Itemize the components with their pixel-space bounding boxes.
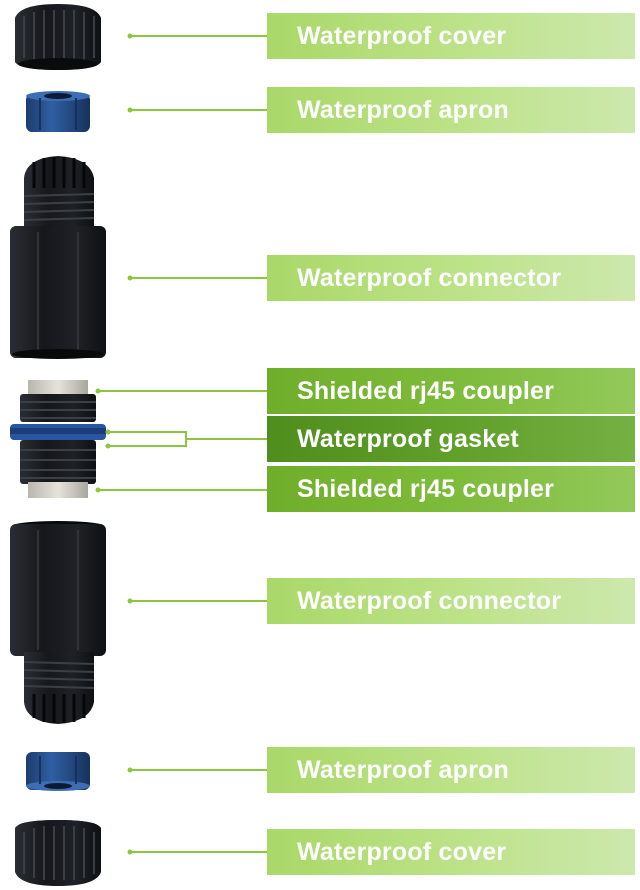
label-waterproof-apron-top: Waterproof apron	[267, 87, 635, 133]
waterproof-cover-bottom-part	[15, 820, 101, 886]
waterproof-connector-top-part	[10, 156, 106, 359]
leader-dots	[96, 34, 133, 855]
label-waterproof-connector-bottom: Waterproof connector	[267, 578, 635, 624]
waterproof-apron-top-part	[26, 91, 90, 132]
waterproof-apron-bottom-part	[26, 752, 90, 791]
leader-lines	[98, 36, 267, 852]
label-waterproof-cover-bottom: Waterproof cover	[267, 829, 635, 875]
waterproof-cover-top-part	[15, 4, 101, 70]
label-waterproof-apron-bottom: Waterproof apron	[267, 747, 635, 793]
label-shielded-rj45-coupler-top: Shielded rj45 coupler	[267, 368, 635, 414]
coupler-gasket-part	[10, 380, 106, 498]
label-shielded-rj45-coupler-bottom: Shielded rj45 coupler	[267, 466, 635, 512]
label-waterproof-cover-top: Waterproof cover	[267, 13, 635, 59]
label-waterproof-gasket: Waterproof gasket	[267, 416, 635, 462]
label-waterproof-connector-top: Waterproof connector	[267, 255, 635, 301]
waterproof-connector-bottom-part	[10, 521, 106, 724]
